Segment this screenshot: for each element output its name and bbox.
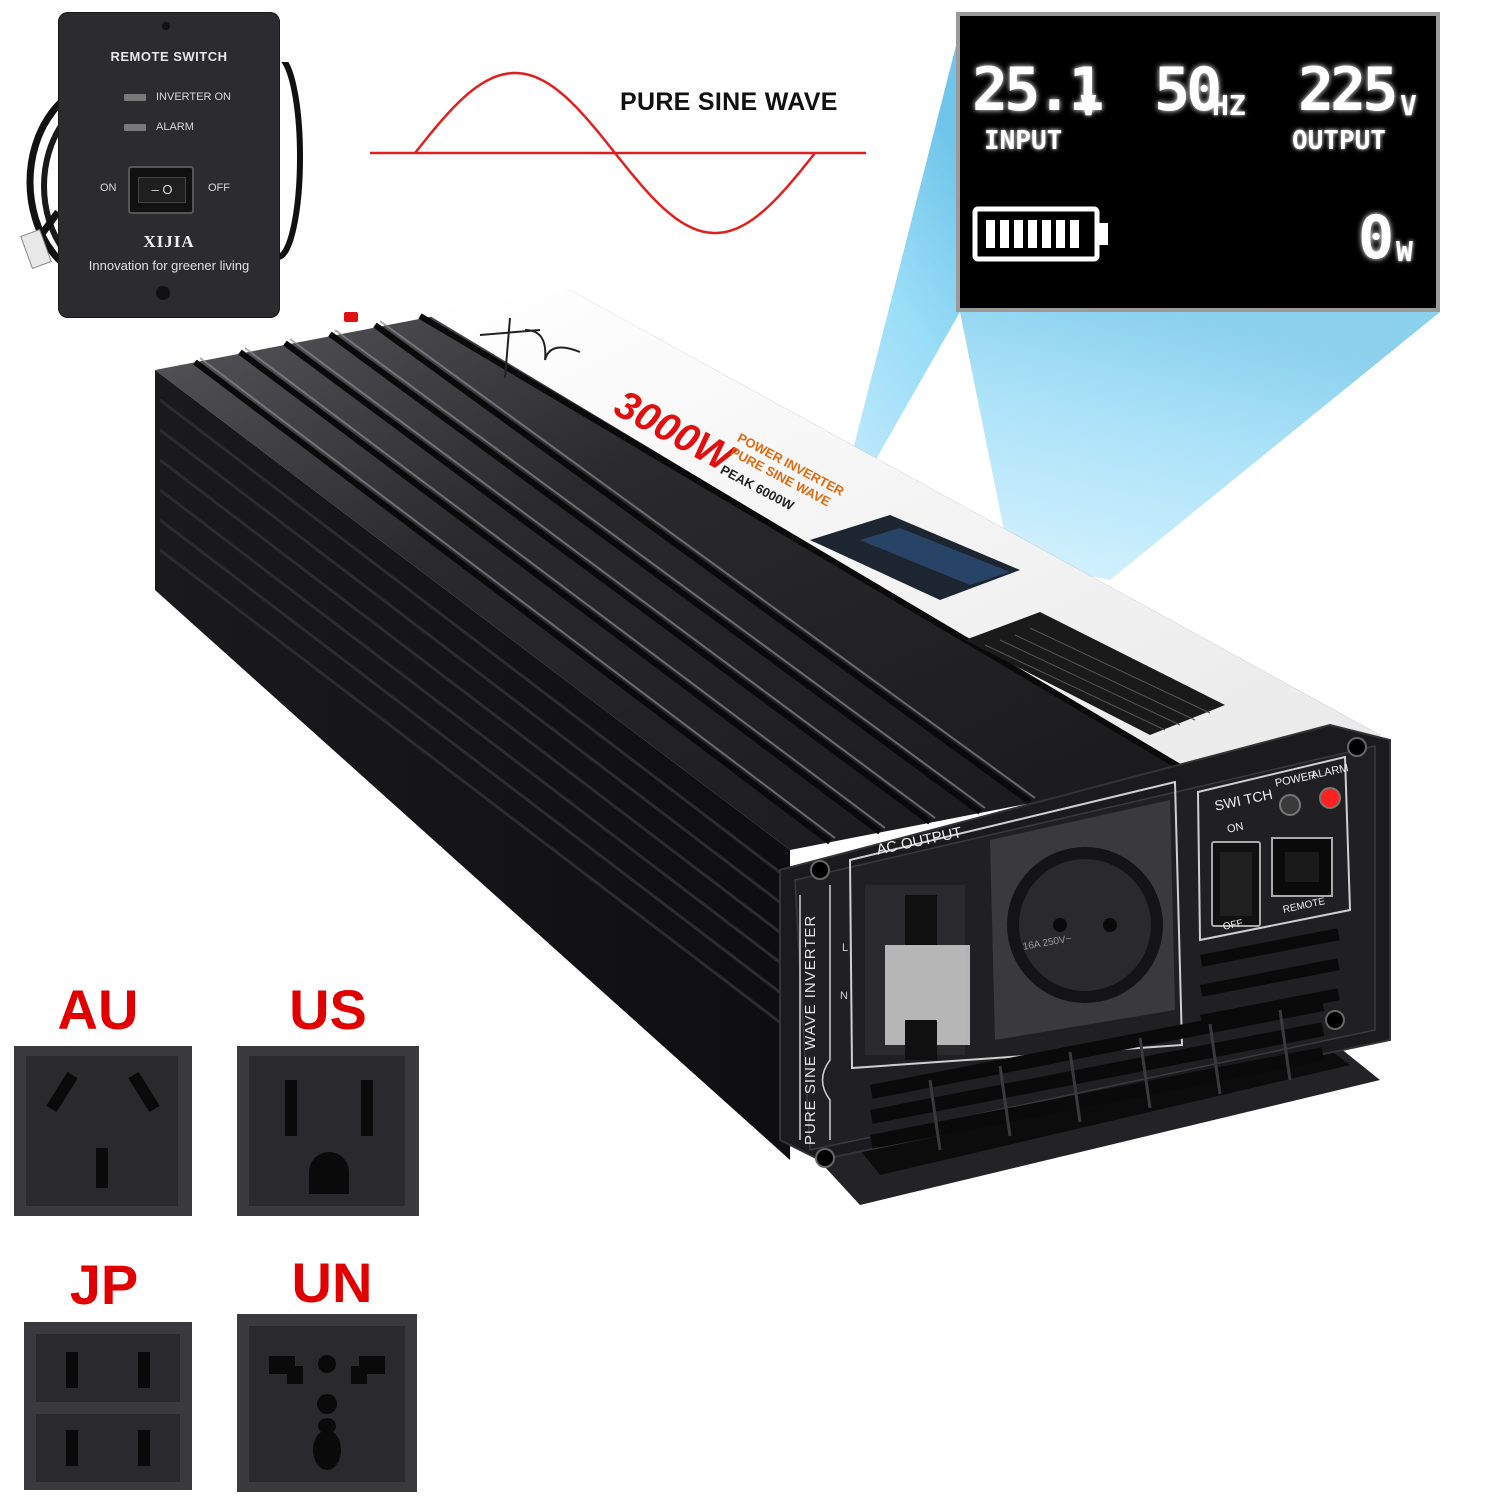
battery-full-icon [972, 206, 1108, 262]
indicator-label: ALARM [156, 121, 194, 133]
output-label: OUTPUT [1292, 126, 1386, 156]
plug-label-jp: JP [69, 1253, 139, 1316]
frequency-unit: HZ [1212, 89, 1246, 122]
terminal-n-label: N [840, 990, 848, 1002]
au-socket-icon [46, 1071, 160, 1188]
input-voltage-value: 25.1 [972, 55, 1104, 125]
mounting-hole [156, 286, 170, 300]
brand-name: XIJIA [143, 232, 195, 251]
plug-label-us: US [289, 978, 367, 1041]
output-voltage-value: 225 [1298, 55, 1398, 125]
input-label: INPUT [984, 126, 1063, 156]
input-voltage-unit: V [1080, 89, 1097, 122]
jp-socket-icon [66, 1352, 150, 1466]
indicator-label: INVERTER ON [156, 91, 231, 103]
remote-title: REMOTE SWITCH [110, 49, 228, 64]
inverter-on-indicator: INVERTER ON [124, 90, 231, 104]
terminal-l-label: L [842, 942, 849, 954]
remote-switch-panel: REMOTE SWITCH INVERTER ON ALARM ON – O O… [20, 12, 303, 318]
power-unit: W [1396, 235, 1413, 268]
remote-power-switch[interactable]: – O [128, 166, 194, 214]
au-socket [14, 1046, 192, 1216]
remote-off-label: OFF [208, 182, 230, 194]
us-socket-icon [285, 1080, 373, 1194]
brand-slogan: Innovation for greener living [88, 258, 250, 273]
side-label: PURE SINE WAVE INVERTER [802, 914, 819, 1145]
sine-wave-label: PURE SINE WAVE [620, 88, 838, 116]
plug-label-un: UN [291, 1251, 373, 1314]
power-value: 0 [1358, 203, 1394, 273]
mounting-hole [162, 22, 170, 30]
led-icon [124, 93, 146, 101]
led-icon [124, 123, 146, 131]
alarm-indicator: ALARM [124, 120, 194, 134]
rocker-symbols: – O [138, 177, 186, 203]
sine-wave-graphic [370, 71, 866, 235]
plug-label-au: AU [57, 978, 139, 1041]
frequency-value: 50 [1154, 55, 1222, 125]
remote-on-label: ON [100, 182, 117, 194]
jp-socket [24, 1322, 192, 1490]
universal-socket-icon [269, 1355, 385, 1470]
remote-faceplate: REMOTE SWITCH INVERTER ON ALARM ON – O O… [58, 12, 280, 318]
output-voltage-unit: V [1400, 89, 1417, 122]
us-socket [237, 1046, 419, 1216]
lcd-display-zoom: 25.1 V 50 HZ 225 V INPUT OUTPUT 0 W [956, 12, 1440, 312]
universal-socket [237, 1314, 417, 1492]
sine-wave-curve [414, 71, 816, 235]
